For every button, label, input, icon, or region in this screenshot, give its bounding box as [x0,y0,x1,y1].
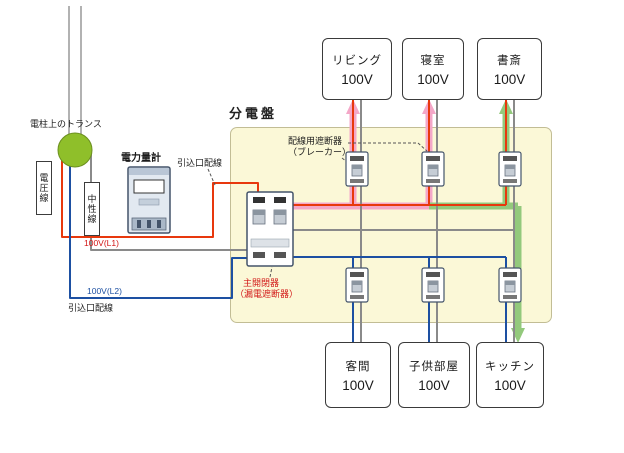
branch-breaker-label: 配線用遮断器 （ブレーカー） [288,136,351,158]
branch-breaker-kitchen [498,267,522,303]
branch-breaker-study [498,151,522,187]
room-name: 書斎 [497,54,522,67]
room-voltage: 100V [417,71,449,87]
l1-label: 100V(L1) [84,238,119,248]
room-box-guestroom: 客間 100V [325,342,391,408]
power-meter-symbol [127,166,171,234]
room-name: リビング [332,54,382,67]
room-name: 客間 [345,360,371,373]
room-voltage: 100V [342,377,374,393]
room-box-study: 書斎 100V [477,38,542,100]
pole-drop-lines [68,6,82,135]
main-breaker-symbol [246,191,294,267]
room-name: 子供部屋 [409,360,459,373]
branch-breaker-living [345,151,369,187]
main-breaker-label-line1: 主開閉器 [243,278,280,288]
meter-label: 電力量計 [121,153,161,164]
room-voltage: 100V [493,71,526,87]
service-wiring-meter-label: 引込口配線 [177,158,223,168]
room-box-bedroom: 寝室 100V [402,38,464,100]
branch-breaker-label-line1: 配線用遮断器 [288,136,343,146]
room-name: 寝室 [420,54,446,67]
l2-label: 100V(L2) [87,286,122,296]
transformer-symbol [57,132,93,168]
room-box-kidsroom: 子供部屋 100V [398,342,470,408]
panel-title: 分電盤 [229,106,278,121]
transformer-label: 電柱上のトランス [30,119,102,129]
branch-breaker-bedroom [421,151,445,187]
service-wiring-entry-label: 引込口配線 [68,303,114,313]
room-voltage: 100V [494,377,526,393]
room-voltage: 100V [418,377,450,393]
main-breaker-label-line2: （漏電遮断器） [235,289,299,299]
room-box-living: リビング 100V [322,38,392,100]
branch-breaker-guestroom [345,267,369,303]
branch-breaker-label-line2: （ブレーカー） [288,147,352,157]
room-box-kitchen: キッチン 100V [476,342,544,408]
room-voltage: 100V [341,71,373,87]
main-breaker-label: 主開閉器 （漏電遮断器） [235,278,298,300]
voltage-line-label: 電圧線 [36,161,52,215]
branch-breaker-kidsroom [421,267,445,303]
room-name: キッチン [485,360,535,373]
neutral-line-label: 中性線 [84,182,100,236]
